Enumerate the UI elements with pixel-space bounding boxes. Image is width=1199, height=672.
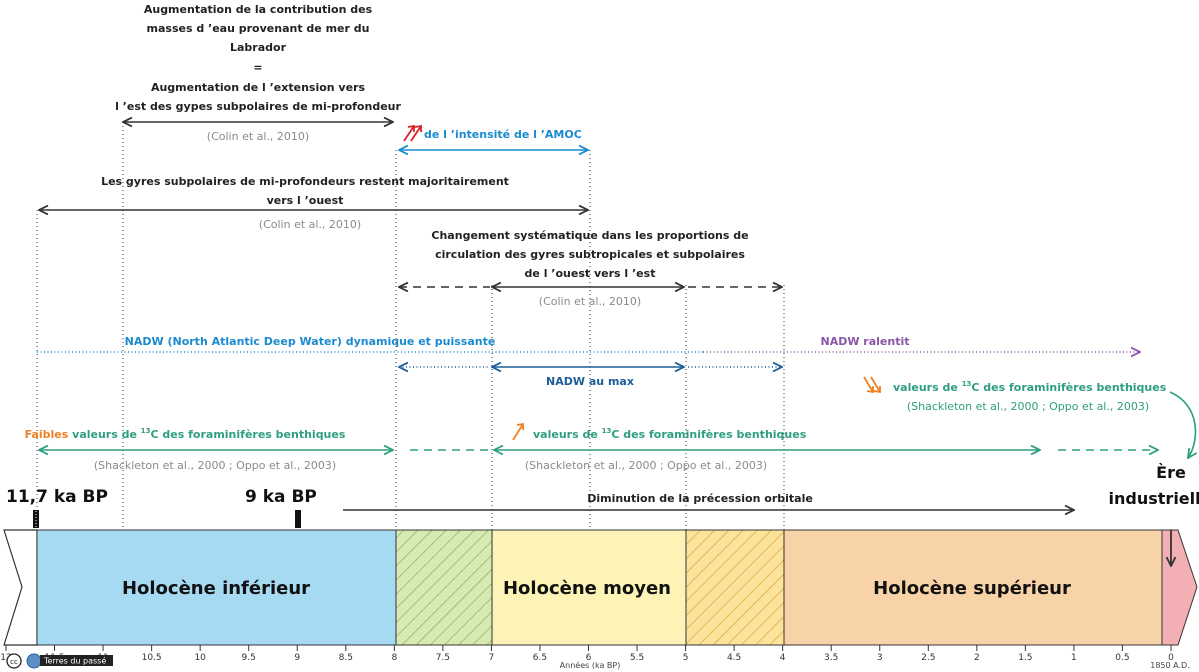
- industrial-era-segment: [1161, 529, 1198, 646]
- early-isotope-citation: (Shackleton et al., 2000 ; Oppo et al., …: [94, 459, 336, 472]
- up-arrow-icon: [512, 422, 524, 441]
- axis-tick-label: 8.5: [339, 653, 353, 663]
- axis-tick-label: 4.5: [727, 653, 741, 663]
- change-line-3: de l ’ouest vers l ’est: [525, 267, 656, 280]
- holocene-late-segment: [783, 529, 1163, 646]
- top-equals: =: [253, 61, 262, 74]
- gyres-line-1: Les gyres subpolaires de mi-profondeurs …: [101, 175, 509, 188]
- marker-11-7-tick: [33, 510, 39, 528]
- axis-tick-label: 7.5: [436, 653, 450, 663]
- change-line-1: Changement systématique dans les proport…: [431, 229, 748, 242]
- amoc-block: de l ’intensité de l ’AMOC: [399, 124, 588, 150]
- holocene-early-label: Holocène inférieur: [122, 578, 310, 599]
- nadw-max-label: NADW au max: [546, 375, 634, 388]
- nadw-block: NADW (North Atlantic Deep Water) dynamiq…: [37, 335, 1140, 388]
- gyres-line-2: vers l ’ouest: [267, 194, 344, 207]
- top-line-5: Augmentation de l ’extension vers: [151, 81, 366, 94]
- axis-title: Années (ka BP): [560, 660, 621, 670]
- marker-9-label: 9 ka BP: [245, 487, 317, 507]
- axis-tick-label: 5.5: [630, 653, 644, 663]
- transition-early-middle: [395, 529, 493, 646]
- holocene-middle-segment: [491, 529, 687, 646]
- axis-tick-label: 6: [586, 653, 592, 663]
- axis-tick-label: 3.5: [824, 653, 838, 663]
- marker-11-7-label: 11,7 ka BP: [6, 487, 108, 507]
- gyres-change-block: Changement systématique dans les proport…: [399, 229, 782, 308]
- curved-arrow-to-industrial: [1169, 391, 1195, 458]
- marker-9-tick: [295, 510, 301, 528]
- axis-tick-label: 0: [1168, 653, 1174, 663]
- holocene-early-segment: [36, 529, 397, 646]
- top-line-6: l ’est des gypes subpolaires de mi-profo…: [115, 100, 401, 113]
- axis-tick-label: 6.5: [533, 653, 547, 663]
- axis-tick-label: 9: [294, 653, 300, 663]
- amoc-label: de l ’intensité de l ’AMOC: [424, 128, 582, 141]
- axis-end-label: 1850 A.D.: [1150, 661, 1189, 670]
- top-line-3: Labrador: [230, 41, 287, 54]
- ere-label-line2: industrielle: [1109, 489, 1199, 508]
- axis-tick-label: 2.5: [921, 653, 935, 663]
- timeline-tail: [3, 529, 38, 646]
- axis-tick-label: 9.5: [242, 653, 256, 663]
- middle-isotope-label: valeurs de 13C des foraminifères benthiq…: [533, 427, 807, 441]
- axis-tick-label: 12: [0, 653, 11, 663]
- ere-label-line1: Ère: [1156, 463, 1186, 482]
- svg-text:cc: cc: [10, 658, 18, 666]
- late-isotope-citation: (Shackleton et al., 2000 ; Oppo et al., …: [907, 400, 1149, 413]
- axis-tick-label: 7: [489, 653, 495, 663]
- precession-block: Diminution de la précession orbitale: [343, 492, 1074, 510]
- labrador-contribution-block: Augmentation de la contribution des mass…: [115, 3, 401, 143]
- axis-tick-label: 5: [683, 653, 689, 663]
- top-citation: (Colin et al., 2010): [207, 130, 309, 143]
- date-markers: 11,7 ka BP 9 ka BP Ère industrielle: [6, 463, 1199, 528]
- guide-lines: [36, 122, 785, 530]
- isotope-block: Faibles valeurs de 13C des foraminifères…: [25, 422, 1158, 472]
- axis-tick-label: 10.5: [142, 653, 162, 663]
- axis-tick-label: 4: [780, 653, 786, 663]
- axis-tick-label: 1.5: [1018, 653, 1032, 663]
- gyres-west-block: Les gyres subpolaires de mi-profondeurs …: [39, 175, 588, 231]
- cc-icon: [6, 653, 22, 669]
- early-isotope-label: Faibles valeurs de 13C des foraminifères…: [25, 427, 346, 441]
- double-up-arrow-icon: [403, 124, 422, 142]
- holocene-late-label: Holocène supérieur: [873, 578, 1071, 599]
- double-down-arrow-icon: [863, 376, 881, 394]
- axis-tick-label: 10: [194, 653, 206, 663]
- transition-middle-late: [685, 529, 785, 646]
- terres-du-passe-logo: cc Terres du passé: [6, 653, 113, 669]
- timeline-bar: Holocène inférieur Holocène moyen Holocè…: [3, 529, 1198, 646]
- globe-icon: [26, 653, 42, 669]
- axis-tick-label: 0.5: [1115, 653, 1129, 663]
- top-line-1: Augmentation de la contribution des: [144, 3, 373, 16]
- axis-tick-label: 3: [877, 653, 883, 663]
- change-line-2: circulation des gyres subtropicales et s…: [435, 248, 745, 261]
- logo-text: Terres du passé: [43, 656, 106, 666]
- nadw-slow-label: NADW ralentit: [820, 335, 909, 348]
- late-isotope-label: valeurs de 13C des foraminifères benthiq…: [893, 380, 1167, 394]
- axis-tick-label: 2: [974, 653, 980, 663]
- axis-tick-label: 1: [1071, 653, 1077, 663]
- nadw-main-label: NADW (North Atlantic Deep Water) dynamiq…: [125, 335, 496, 348]
- holocene-middle-label: Holocène moyen: [503, 578, 671, 599]
- precession-label: Diminution de la précession orbitale: [587, 492, 813, 505]
- gyres-citation: (Colin et al., 2010): [259, 218, 361, 231]
- change-citation: (Colin et al., 2010): [539, 295, 641, 308]
- top-line-2: masses d ’eau provenant de mer du: [147, 22, 370, 35]
- middle-isotope-citation: (Shackleton et al., 2000 ; Oppo et al., …: [525, 459, 767, 472]
- axis-tick-label: 8: [391, 653, 397, 663]
- late-isotope-block: valeurs de 13C des foraminifères benthiq…: [863, 376, 1195, 458]
